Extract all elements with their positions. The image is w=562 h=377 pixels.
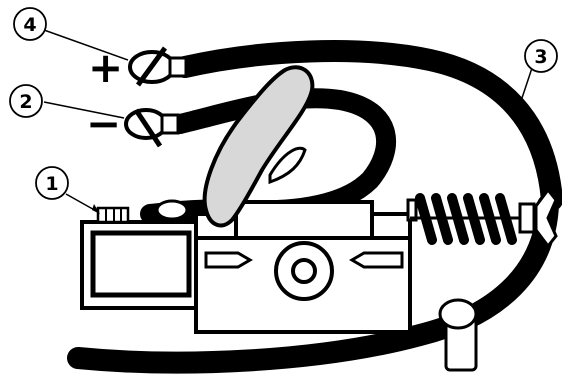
leader-line-4 bbox=[43, 29, 129, 61]
callout-circle-3 bbox=[524, 39, 558, 73]
callout-label-3: 3 bbox=[534, 46, 547, 68]
leader-line-2 bbox=[43, 101, 125, 119]
wing-nut bbox=[534, 187, 558, 249]
spring bbox=[410, 193, 540, 245]
callout-circle-4 bbox=[13, 7, 47, 41]
cable-tab bbox=[155, 199, 189, 221]
positive-terminal bbox=[128, 46, 188, 87]
positive-cable bbox=[174, 40, 562, 211]
positive-sign: + bbox=[88, 43, 123, 92]
lower-cable bbox=[67, 194, 559, 374]
callout-circle-1 bbox=[35, 166, 69, 200]
battery-window bbox=[90, 230, 192, 298]
arrow-left bbox=[349, 251, 404, 269]
clamp-grip bbox=[202, 65, 315, 228]
arrow-right bbox=[204, 251, 253, 269]
cable-clip bbox=[438, 298, 478, 372]
negative-terminal bbox=[124, 108, 180, 148]
callout-label-1: 1 bbox=[45, 173, 58, 195]
leader-line-3 bbox=[521, 67, 533, 99]
callout-label-2: 2 bbox=[19, 91, 32, 113]
negative-sign: − bbox=[86, 99, 121, 148]
callout-circle-2 bbox=[9, 84, 43, 118]
device-top-clip bbox=[234, 200, 374, 240]
callout-label-4: 4 bbox=[23, 14, 36, 36]
